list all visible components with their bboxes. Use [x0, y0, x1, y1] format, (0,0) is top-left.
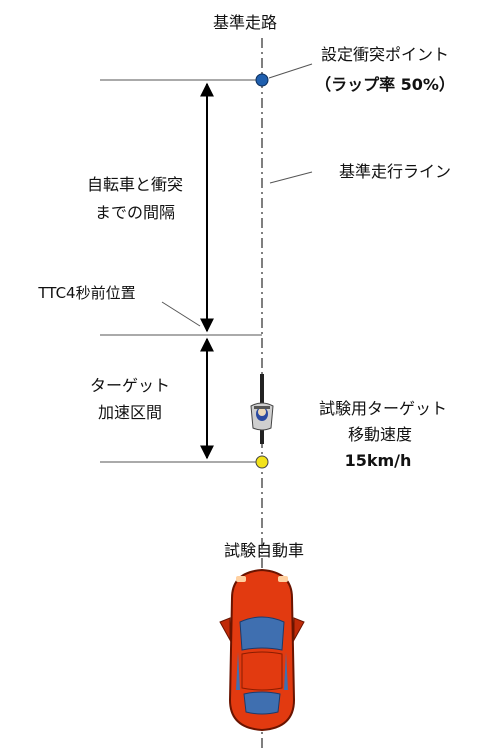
lap-rate-label: （ラップ率 50%）	[315, 75, 455, 94]
gap-label-line1: 自転車と衝突	[87, 175, 183, 194]
accel-label-line2: 加速区間	[98, 403, 162, 422]
test-vehicle-icon	[219, 568, 305, 732]
test-vehicle-label: 試験自動車	[224, 541, 304, 560]
target-speed-value: 15km/h	[345, 451, 412, 470]
ttc-leader	[161, 301, 201, 327]
target-bicycle-icon	[250, 374, 274, 444]
collision-point-label: 設定衝突ポイント	[321, 45, 449, 64]
gap-label-line2: までの間隔	[95, 203, 175, 222]
reference-line-leader	[269, 171, 313, 184]
accel-label-line1: ターゲット	[90, 376, 170, 395]
target-speed-label-line2: 移動速度	[348, 425, 412, 444]
accel-start-marker	[255, 455, 269, 469]
ttc-position-label: TTC4秒前位置	[37, 284, 135, 302]
reference-road-label: 基準走路	[213, 13, 277, 32]
collision-point-marker	[255, 73, 269, 87]
target-speed-label-line1: 試験用ターゲット	[319, 399, 447, 418]
reference-line-label: 基準走行ライン	[339, 162, 451, 181]
collision-point-leader	[268, 63, 313, 79]
